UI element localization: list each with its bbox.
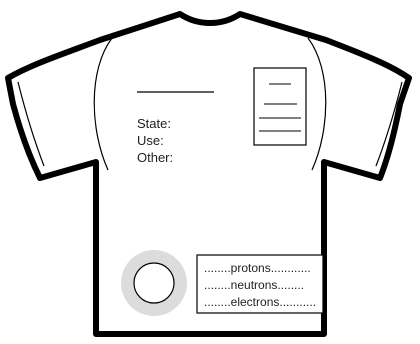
electrons-line: ........electrons........... [204,295,316,309]
element-card [254,68,306,145]
use-label: Use: [137,133,164,148]
other-label: Other: [137,150,173,165]
particle-count-box: ........protons............ ........neut… [197,255,323,313]
neutrons-line: ........neutrons........ [204,278,304,292]
protons-line: ........protons............ [204,261,311,275]
state-label: State: [137,116,171,131]
atom-badge [121,250,187,316]
